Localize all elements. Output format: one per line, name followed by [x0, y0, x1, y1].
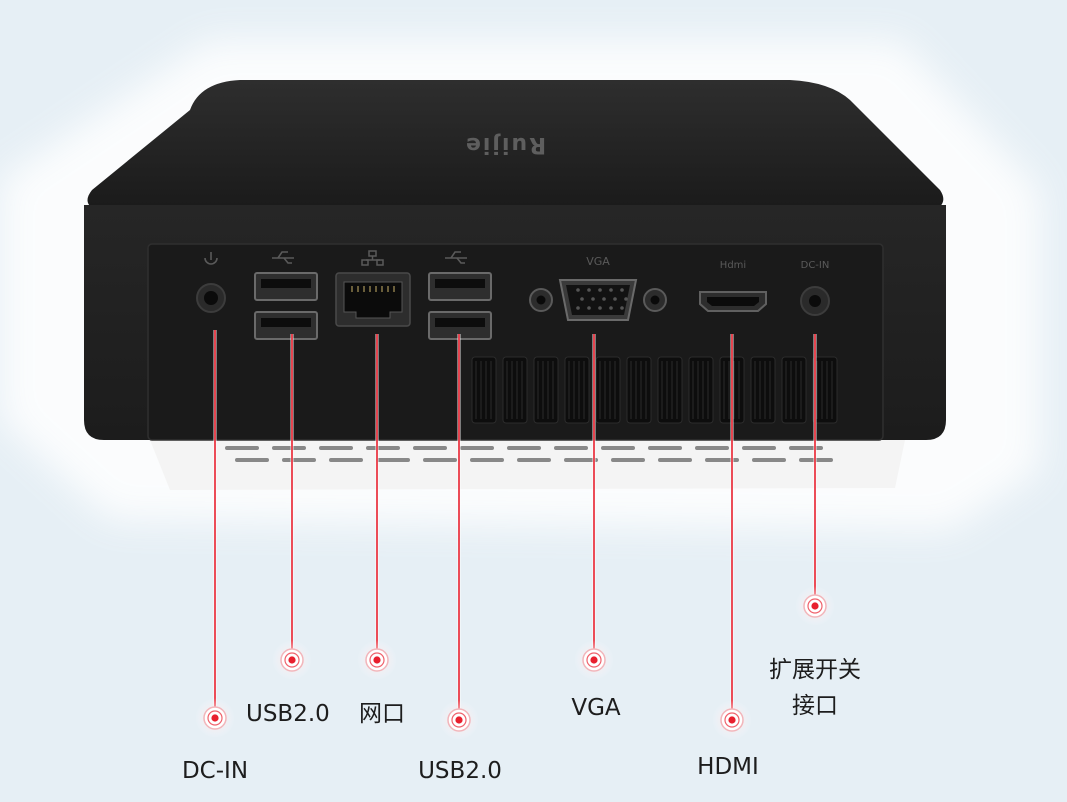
vga-port: [529, 279, 667, 321]
usb-port: [428, 272, 492, 301]
label-dc-in: DC-IN: [181, 758, 249, 784]
usb-port: [254, 311, 318, 340]
callout-hdmi: [712, 334, 752, 740]
hdmi-port: [699, 291, 767, 312]
device-top-surface: [87, 80, 944, 212]
usb-port: [428, 311, 492, 340]
dc-in-port-marking: DC-IN: [801, 260, 830, 271]
label-usb-right: USB2.0: [418, 758, 502, 784]
callout-usb-left: [272, 334, 312, 680]
vga-port-marking: VGA: [586, 255, 610, 268]
device-base: [150, 440, 905, 490]
label-hdmi: HDMI: [697, 754, 759, 780]
usb-port: [254, 272, 318, 301]
callout-lines: [195, 330, 835, 740]
callout-expansion-switch: [795, 334, 835, 626]
power-icon: [204, 252, 218, 265]
network-icon: [361, 250, 384, 266]
callout-ethernet: [357, 334, 397, 680]
svg-text:Ruijie: Ruijie: [464, 132, 546, 157]
usb-ports: [254, 272, 492, 340]
usb-icon-right: [445, 251, 467, 264]
vent-grille: [471, 356, 838, 424]
dc-in-jack: [196, 283, 226, 313]
brand-logo: Ruijie: [464, 132, 546, 157]
ethernet-port: [335, 272, 411, 327]
label-ethernet: 网口: [359, 701, 405, 727]
hdmi-port-marking: Hdmi: [720, 260, 746, 271]
callout-usb-right: [439, 334, 479, 740]
callout-dc-in: [195, 330, 235, 738]
label-vga: VGA: [571, 695, 621, 721]
expansion-switch-jack: [800, 286, 830, 316]
usb-icon-left: [272, 251, 294, 264]
callout-vga: [574, 334, 614, 680]
label-expansion-switch: 扩展开关 接口: [769, 657, 861, 719]
label-usb-left: USB2.0: [246, 701, 330, 727]
